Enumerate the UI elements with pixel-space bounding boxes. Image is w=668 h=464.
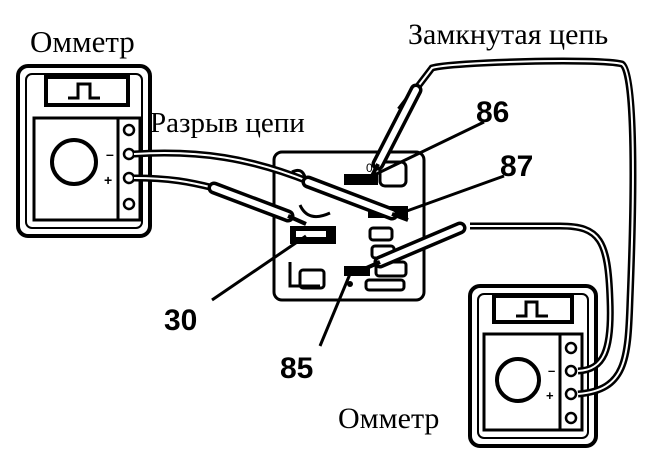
- left-meter-leads: [133, 149, 409, 226]
- dial-icon: [495, 357, 541, 403]
- jack-minus-icon: [122, 147, 136, 161]
- jack-plus-icon: [122, 171, 136, 185]
- open-circuit-label: Разрыв цепи: [150, 107, 305, 139]
- jack-plus-icon: [564, 387, 578, 401]
- jack-icon: [564, 411, 578, 425]
- closed-circuit-label: Замкнутая цепь: [408, 18, 608, 51]
- terminal-30-label: 30: [164, 304, 197, 337]
- minus-sign: –: [106, 146, 114, 162]
- ohmmeter-left-label: Омметр: [30, 24, 135, 59]
- callout-85: [318, 273, 352, 347]
- jack-minus-icon: [564, 364, 578, 378]
- pin-86: [344, 174, 378, 185]
- callout-lines: [211, 120, 505, 347]
- callout-30: [211, 234, 307, 302]
- pin-85: [344, 266, 370, 276]
- right-meter-leads: [361, 57, 637, 398]
- minus-sign: –: [548, 363, 555, 378]
- dial-icon: [50, 138, 98, 186]
- ohmmeter-right-display: [492, 294, 574, 324]
- ohmmeter-left-display: [44, 75, 130, 107]
- terminal-87-label: 87: [500, 150, 533, 183]
- jack-icon: [122, 123, 136, 137]
- ohmmeter-right-label: Омметр: [338, 402, 439, 435]
- callout-86: [367, 120, 485, 180]
- jack-icon: [122, 197, 136, 211]
- terminal-85-label: 85: [280, 352, 313, 385]
- plus-sign: +: [104, 172, 112, 188]
- terminal-86-label: 86: [476, 96, 509, 129]
- ohmmeter-right: – +: [468, 284, 598, 448]
- callout-87: [403, 174, 505, 214]
- pin-mark: 0: [366, 161, 373, 175]
- pulse-icon: [68, 82, 100, 100]
- ohmmeter-left: – +: [16, 64, 152, 238]
- jack-icon: [564, 341, 578, 355]
- plus-sign: +: [546, 388, 554, 403]
- pulse-icon: [516, 300, 548, 318]
